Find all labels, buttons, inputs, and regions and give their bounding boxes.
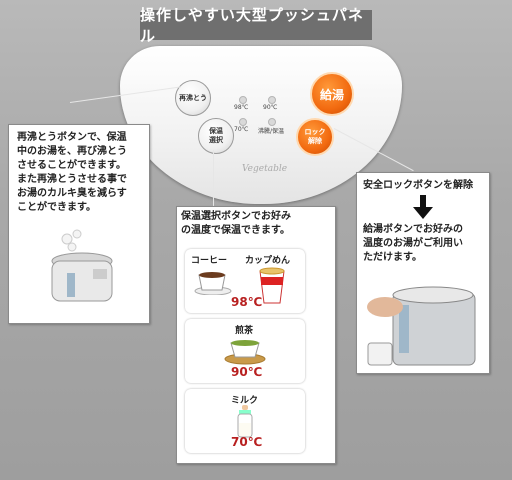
down-arrow-icon — [413, 195, 433, 221]
coffee-label: コーヒー — [191, 256, 228, 266]
brand-logo: Vegetable — [242, 164, 288, 174]
callout-line: させることができます。 — [17, 160, 126, 171]
callout-line: の温度で保温できます。 — [181, 225, 290, 236]
led-boil-keep — [268, 118, 276, 126]
callout-line: 再沸とうボタンで、保温 — [17, 132, 127, 143]
connector-line-center — [213, 150, 214, 208]
reboil-button[interactable]: 再沸とう — [175, 80, 211, 116]
reboil-callout-text: 再沸とうボタンで、保温 中のお湯を、再び沸とう させることができます。 また再沸… — [9, 125, 149, 221]
callout-line: 給湯ボタンでお好みの — [363, 224, 463, 235]
lock-release-label: ロック 解除 — [304, 128, 326, 145]
cup-noodle-label: カップめん — [245, 256, 291, 266]
temp-card-98: コーヒー カップめん 98℃ — [185, 249, 305, 313]
keep-warm-select-button[interactable]: 保温 選択 — [198, 118, 234, 154]
dispense-button-label: 給湯 — [319, 87, 344, 102]
lock-callout-text: 給湯ボタンでお好みの 温度のお湯がご利用い ただけます。 — [357, 223, 469, 265]
milk-label: ミルク — [231, 396, 259, 406]
temp-70-label: 70℃ — [231, 435, 263, 449]
dispense-button[interactable]: 給湯 — [310, 72, 354, 116]
led-90 — [268, 96, 276, 104]
callout-line: ことができます。 — [17, 202, 96, 213]
led-label-boil-keep: 沸騰/保温 — [258, 128, 285, 135]
coffee-cup-icon — [194, 272, 232, 295]
callout-line: また再沸とうさせる事で — [17, 174, 127, 185]
keep-warm-callout: 保温選択ボタンでお好み の温度で保温できます。 コーヒー カップめん 98℃ 煎… — [176, 206, 336, 464]
cup-noodle-icon — [259, 267, 285, 304]
temp-90-label: 90℃ — [231, 365, 263, 379]
callout-line: 温度のお湯がご利用い — [363, 238, 463, 249]
temp-98-label: 98℃ — [231, 295, 263, 309]
led-label-90: 90℃ — [263, 104, 278, 111]
led-label-70: 70℃ — [234, 126, 249, 133]
dispensing-pot-illustration — [367, 286, 476, 366]
tea-cup-icon — [224, 340, 266, 365]
lock-release-callout: 安全ロックボタンを解除 給湯ボタンでお好みの 温度のお湯がご利用い ただけます。 — [356, 172, 490, 374]
sencha-label: 煎茶 — [235, 326, 254, 336]
callout-line: お湯のカルキ臭を減らす — [17, 188, 127, 199]
callout-line: ただけます。 — [363, 252, 422, 263]
led-label-98: 98℃ — [234, 104, 249, 111]
reboil-button-label: 再沸とう — [179, 93, 207, 102]
reboil-callout: 再沸とうボタンで、保温 中のお湯を、再び沸とう させることができます。 また再沸… — [8, 124, 150, 324]
lock-callout-header: 安全ロックボタンを解除 — [363, 180, 473, 191]
page-title: 操作しやすい大型プッシュパネル — [140, 6, 372, 45]
temp-card-90: 煎茶 90℃ — [185, 319, 305, 383]
led-70 — [239, 118, 247, 126]
lock-release-button[interactable]: ロック 解除 — [296, 118, 334, 156]
baby-bottle-icon — [237, 405, 253, 438]
temp-card-70: ミルク 70℃ — [185, 389, 305, 453]
kettle-steam-illustration — [51, 229, 113, 302]
keep-warm-callout-text: 保温選択ボタンでお好み の温度で保温できます。 — [177, 207, 335, 241]
led-98 — [239, 96, 247, 104]
keep-warm-label: 保温 選択 — [209, 127, 223, 144]
callout-line: 保温選択ボタンでお好み — [181, 211, 291, 222]
callout-line: 中のお湯を、再び沸とう — [17, 146, 127, 157]
